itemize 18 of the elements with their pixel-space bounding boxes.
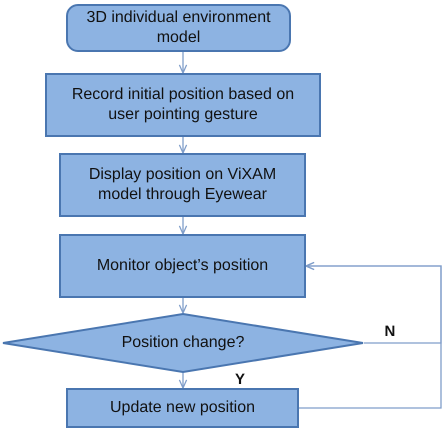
step-text: 3D individual environment model [85,8,272,48]
arrow [178,137,188,154]
step-text: Position change? [122,333,244,353]
start-box [66,4,291,52]
arrow [178,52,188,74]
arrow [299,262,442,409]
arrow [178,217,188,235]
step-text: Update new position [110,398,255,418]
step-text: Record initial position based on user pointing gesture [70,85,296,125]
step-text: Display position on ViXAM model through Eyewear [88,165,278,205]
process-box [59,234,306,298]
process-box [45,73,321,137]
process-box [66,388,299,428]
arrow [178,298,188,314]
decision-diamond [2,313,364,373]
process-box [59,153,306,217]
step-text: Monitor object’s position [96,256,268,276]
arrow [178,373,188,389]
